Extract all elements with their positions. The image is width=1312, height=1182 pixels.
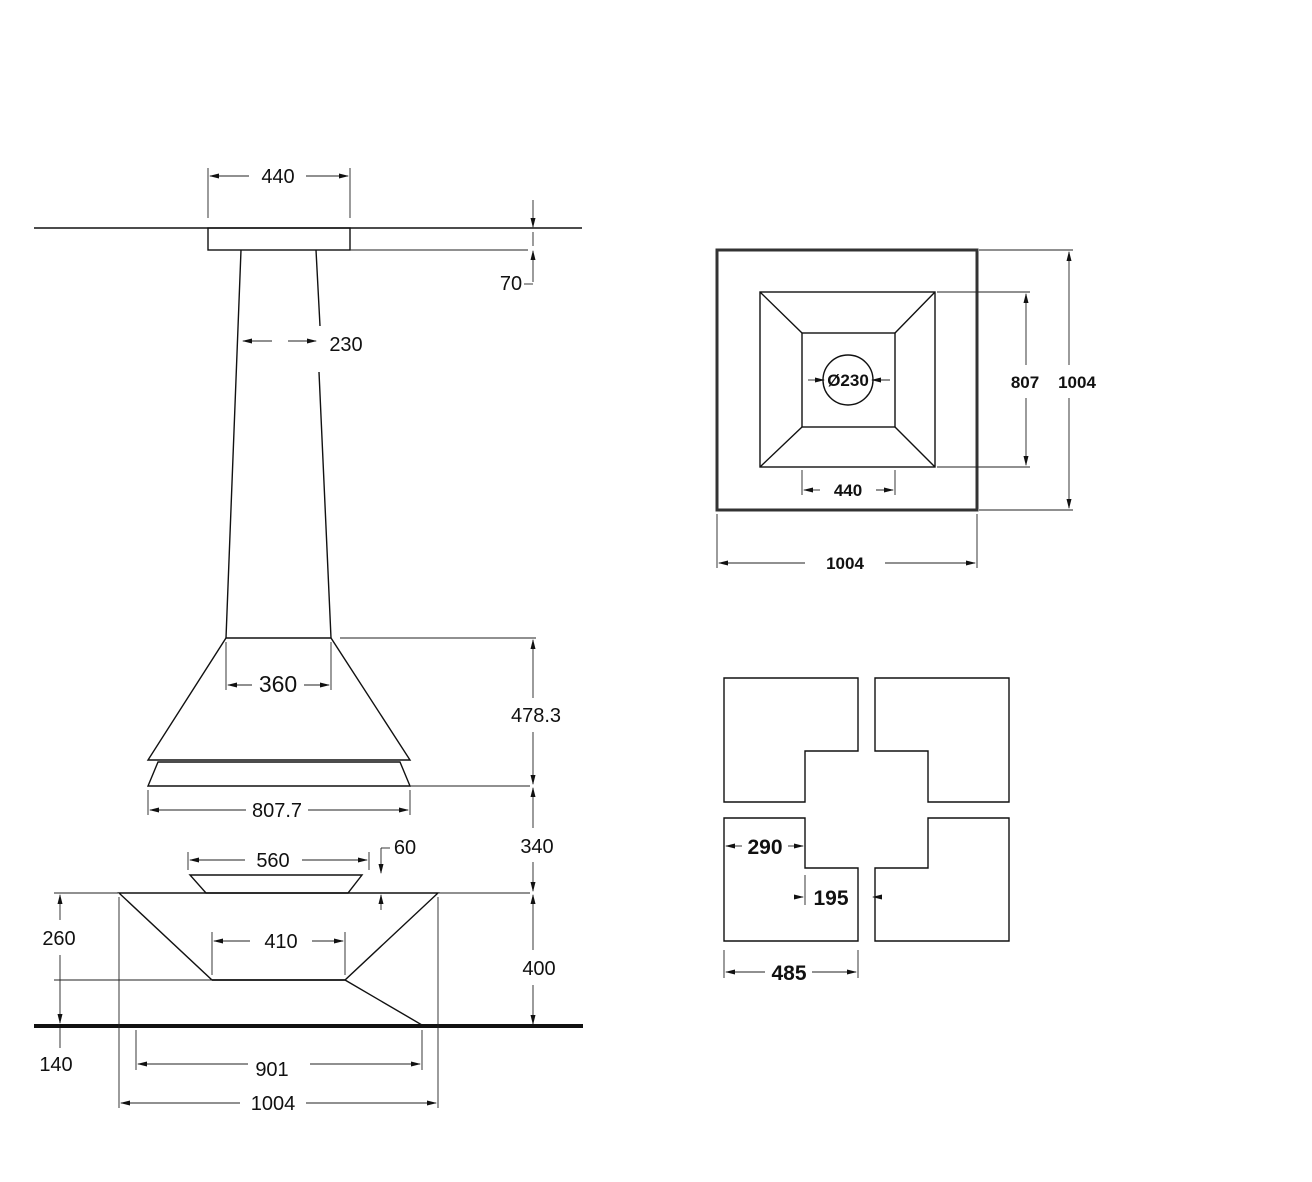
dim-bowl-top: 560 bbox=[256, 850, 289, 872]
dim-plan-flue: Ø230 bbox=[827, 371, 869, 390]
plan-view: Ø230 807 1004 440 1004 bbox=[715, 248, 1096, 573]
elevation-view: 440 70 230 360 478.3 807.7 340 560 bbox=[34, 166, 583, 1115]
dim-collar-height: 70 bbox=[500, 273, 522, 295]
dim-base-width: 1004 bbox=[251, 1093, 296, 1115]
segment-bottom-left bbox=[723, 817, 859, 942]
dim-plan-outer-bottom: 1004 bbox=[826, 554, 864, 573]
dim-bowl-rim: 60 bbox=[394, 837, 416, 859]
segments-view: 290 195 485 bbox=[723, 677, 1010, 985]
dim-segment-width: 485 bbox=[771, 962, 806, 985]
segment-top-right bbox=[874, 677, 1010, 803]
ceiling-collar bbox=[207, 227, 351, 251]
dim-notch-outer: 290 bbox=[747, 836, 782, 859]
dim-plan-hood-side: 807 bbox=[1011, 373, 1039, 392]
dim-base-total: 400 bbox=[522, 958, 555, 980]
dim-notch-inner: 195 bbox=[813, 887, 848, 910]
dim-collar-width: 440 bbox=[261, 166, 294, 188]
hood-ring bbox=[146, 761, 412, 787]
dim-floor-offset: 140 bbox=[39, 1054, 72, 1076]
dim-flue-base: 360 bbox=[259, 671, 297, 697]
plan-outer-square bbox=[715, 248, 979, 512]
dim-base-inner: 410 bbox=[264, 931, 297, 953]
dim-base-bottom: 901 bbox=[255, 1059, 288, 1081]
bowl bbox=[188, 874, 364, 894]
dim-gap-height: 340 bbox=[520, 836, 553, 858]
flue-pipe bbox=[225, 249, 332, 639]
dim-hood-width: 807.7 bbox=[252, 800, 302, 822]
plan-hood-square bbox=[759, 291, 936, 468]
dim-flue-diameter: 230 bbox=[329, 334, 362, 356]
dim-base-height: 260 bbox=[42, 928, 75, 950]
dim-plan-outer-side: 1004 bbox=[1058, 373, 1096, 392]
dim-hood-height: 478.3 bbox=[511, 705, 561, 727]
segment-top-left bbox=[723, 677, 859, 803]
segment-bottom-right bbox=[874, 817, 1010, 942]
base-lower bbox=[136, 979, 425, 1026]
dim-plan-collar: 440 bbox=[834, 481, 862, 500]
plan-collar-square bbox=[801, 332, 896, 428]
hood bbox=[146, 637, 412, 761]
